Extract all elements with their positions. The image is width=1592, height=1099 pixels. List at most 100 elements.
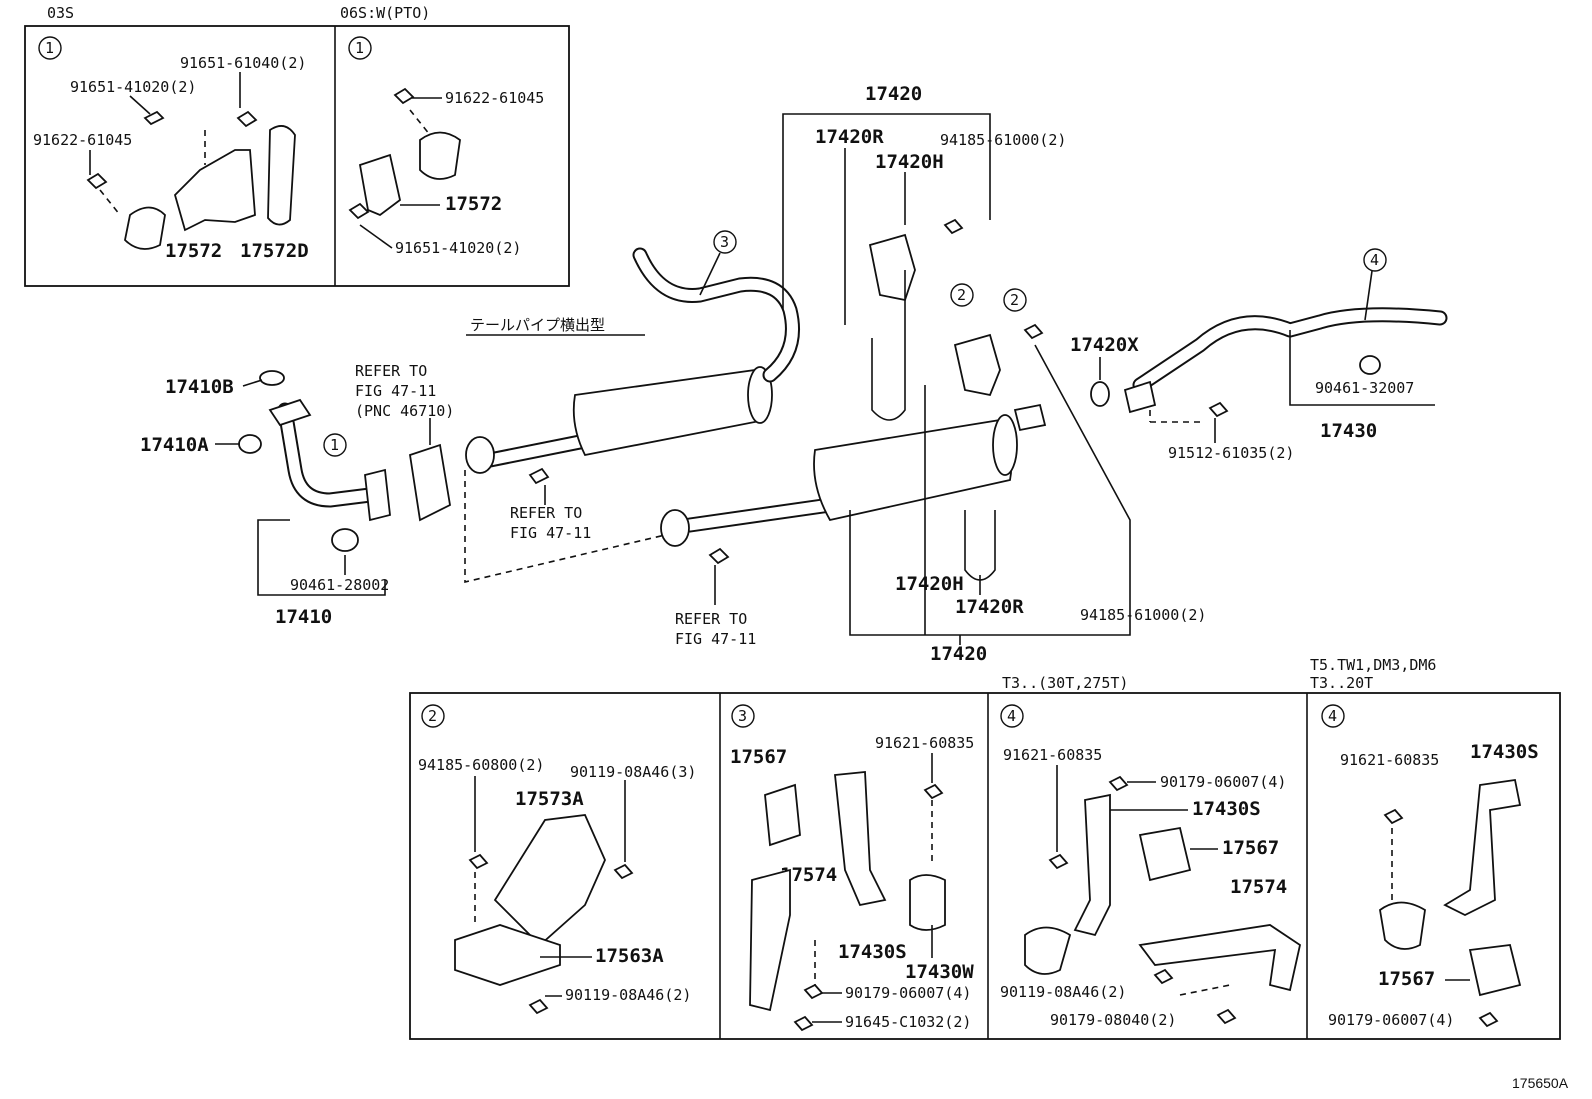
inset-right-marker: 1 bbox=[355, 39, 364, 57]
refer2-line2: FIG 47-11 bbox=[510, 524, 591, 542]
panel3-label-1: 17567 bbox=[730, 746, 787, 768]
label-90461-28002: 90461-28002 bbox=[290, 576, 389, 594]
panel2-label-3: 17573A bbox=[515, 788, 584, 810]
inset-left-marker: 1 bbox=[45, 39, 54, 57]
panel3-label-4: 17430S bbox=[838, 941, 907, 963]
inset-left-title: 03S bbox=[47, 4, 74, 22]
inset-right-hanger-drawing bbox=[348, 87, 461, 220]
inset-right-marker-circle bbox=[348, 36, 372, 60]
panel4a-marker: 4 bbox=[1007, 707, 1016, 725]
panel4a-label-6: 90119-08A46(2) bbox=[1000, 983, 1126, 1001]
callout-2a-circle bbox=[950, 283, 974, 307]
inset-left-label-2: 91651-41020(2) bbox=[70, 78, 196, 96]
panel4a-label-4: 17567 bbox=[1222, 837, 1279, 859]
mount-rubber-mid bbox=[953, 333, 1001, 397]
label-17420-bot: 17420 bbox=[930, 643, 987, 665]
refer3-line2: FIG 47-11 bbox=[675, 630, 756, 648]
panel2-marker: 2 bbox=[428, 707, 437, 725]
panel4b-label-2: 17430S bbox=[1470, 741, 1539, 763]
label-17420R-top: 17420R bbox=[815, 126, 884, 148]
tail-pipe-note: テールパイプ横出型 bbox=[470, 316, 605, 334]
panel4b-header2: T3..20T bbox=[1310, 674, 1373, 692]
refer1-line2: FIG 47-11 bbox=[355, 382, 436, 400]
label-94185-bot: 94185-61000(2) bbox=[1080, 606, 1206, 624]
panel4b-header: T5.TW1,DM3,DM6 bbox=[1310, 656, 1436, 674]
callout-1-circle bbox=[323, 433, 347, 457]
panel2-label-2: 90119-08A46(3) bbox=[570, 763, 696, 781]
panel4a-label-1: 91621-60835 bbox=[1003, 746, 1102, 764]
main-drawing: テールパイプ横出型 17410B 17410A 1 90461-28002 17… bbox=[140, 83, 1448, 665]
callout-3-circle bbox=[713, 230, 737, 254]
panel3-label-6: 90179-06007(4) bbox=[845, 984, 971, 1002]
inset-left-label-3: 91622-61045 bbox=[33, 131, 132, 149]
panel3-label-2: 91621-60835 bbox=[875, 734, 974, 752]
panel4b-label-3: 17567 bbox=[1378, 968, 1435, 990]
callout-2b-circle bbox=[1003, 288, 1027, 312]
panel4a-clamp bbox=[1024, 926, 1072, 975]
refer1-line1: REFER TO bbox=[355, 362, 427, 380]
mount-rubber-top bbox=[868, 233, 916, 302]
panel4b-clamp bbox=[1379, 901, 1426, 950]
upper-muffler bbox=[465, 247, 800, 474]
panel4a-label-3: 17430S bbox=[1192, 798, 1261, 820]
refer2-line1: REFER TO bbox=[510, 504, 582, 522]
panel3-mount bbox=[764, 783, 801, 847]
inset-right-label-3: 91651-41020(2) bbox=[395, 239, 521, 257]
diagram-id: 175650A bbox=[1512, 1075, 1569, 1091]
inset-frame bbox=[24, 25, 570, 287]
panel2-label-1: 94185-60800(2) bbox=[418, 756, 544, 774]
panel3-clamp bbox=[909, 874, 946, 931]
label-17420-top: 17420 bbox=[865, 83, 922, 105]
front-pipe-17410 bbox=[238, 370, 391, 552]
panel2-label-4: 17563A bbox=[595, 945, 664, 967]
panel4a-label-7: 90179-08040(2) bbox=[1050, 1011, 1176, 1029]
inset-left-label-5: 17572D bbox=[240, 240, 309, 262]
panel4b-hanger bbox=[1443, 778, 1522, 917]
inset-right-label-2: 17572 bbox=[445, 193, 502, 215]
panel2-bracket bbox=[493, 814, 606, 947]
label-17410: 17410 bbox=[275, 606, 332, 628]
u-bolt-bottom bbox=[964, 510, 996, 581]
callout-4-circle bbox=[1363, 248, 1387, 272]
label-90461-32007: 90461-32007 bbox=[1315, 379, 1414, 397]
label-94185-top: 94185-61000(2) bbox=[940, 131, 1066, 149]
panel4a-hanger bbox=[1073, 793, 1111, 937]
panel3-hanger bbox=[834, 771, 887, 907]
label-17420H-bot: 17420H bbox=[895, 573, 964, 595]
bottom-panels: 2 94185-60800(2) 90119-08A46(3) 17573A 1… bbox=[409, 656, 1561, 1040]
inset-left-label-1: 91651-61040(2) bbox=[180, 54, 306, 72]
panel4a-mount bbox=[1138, 826, 1192, 882]
callout-4: 4 bbox=[1370, 251, 1379, 269]
callout-2a: 2 bbox=[957, 286, 966, 304]
panel4b-label-4: 90179-06007(4) bbox=[1328, 1011, 1454, 1029]
inset-left-label-4: 17572 bbox=[165, 240, 222, 262]
panel3-label-5: 17430W bbox=[905, 961, 974, 983]
bottom-frame bbox=[409, 692, 1561, 1040]
panel4a-label-2: 90179-06007(4) bbox=[1160, 773, 1286, 791]
callout-3: 3 bbox=[720, 233, 729, 251]
panel3-plate bbox=[749, 868, 791, 1012]
label-17430: 17430 bbox=[1320, 420, 1377, 442]
inset-top: 03S 06S:W(PTO) 1 1 91651-61040(2) 91651-… bbox=[24, 4, 570, 287]
inset-left-marker-circle bbox=[38, 36, 62, 60]
refer1-line3: (PNC 46710) bbox=[355, 402, 454, 420]
panel3-marker: 3 bbox=[738, 707, 747, 725]
label-17410A: 17410A bbox=[140, 434, 209, 456]
panel3-label-3: 17574 bbox=[780, 864, 837, 886]
callout-2b: 2 bbox=[1010, 291, 1019, 309]
panel4a-label-5: 17574 bbox=[1230, 876, 1287, 898]
inset-right-title: 06S:W(PTO) bbox=[340, 4, 430, 22]
tail-pipe-17430 bbox=[1090, 307, 1448, 423]
label-17420R-bot: 17420R bbox=[955, 596, 1024, 618]
label-17420X: 17420X bbox=[1070, 334, 1139, 356]
panel3-label-7: 91645-C1032(2) bbox=[845, 1013, 971, 1031]
inset-right-label-1: 91622-61045 bbox=[445, 89, 544, 107]
panel4b-mount bbox=[1468, 944, 1522, 997]
panel4b-label-1: 91621-60835 bbox=[1340, 751, 1439, 769]
refer3-line1: REFER TO bbox=[675, 610, 747, 628]
panel4a-bracket bbox=[1138, 924, 1302, 992]
panel2-mount bbox=[454, 924, 561, 986]
label-91512: 91512-61035(2) bbox=[1168, 444, 1294, 462]
flange-bracket-refer1 bbox=[408, 443, 451, 522]
